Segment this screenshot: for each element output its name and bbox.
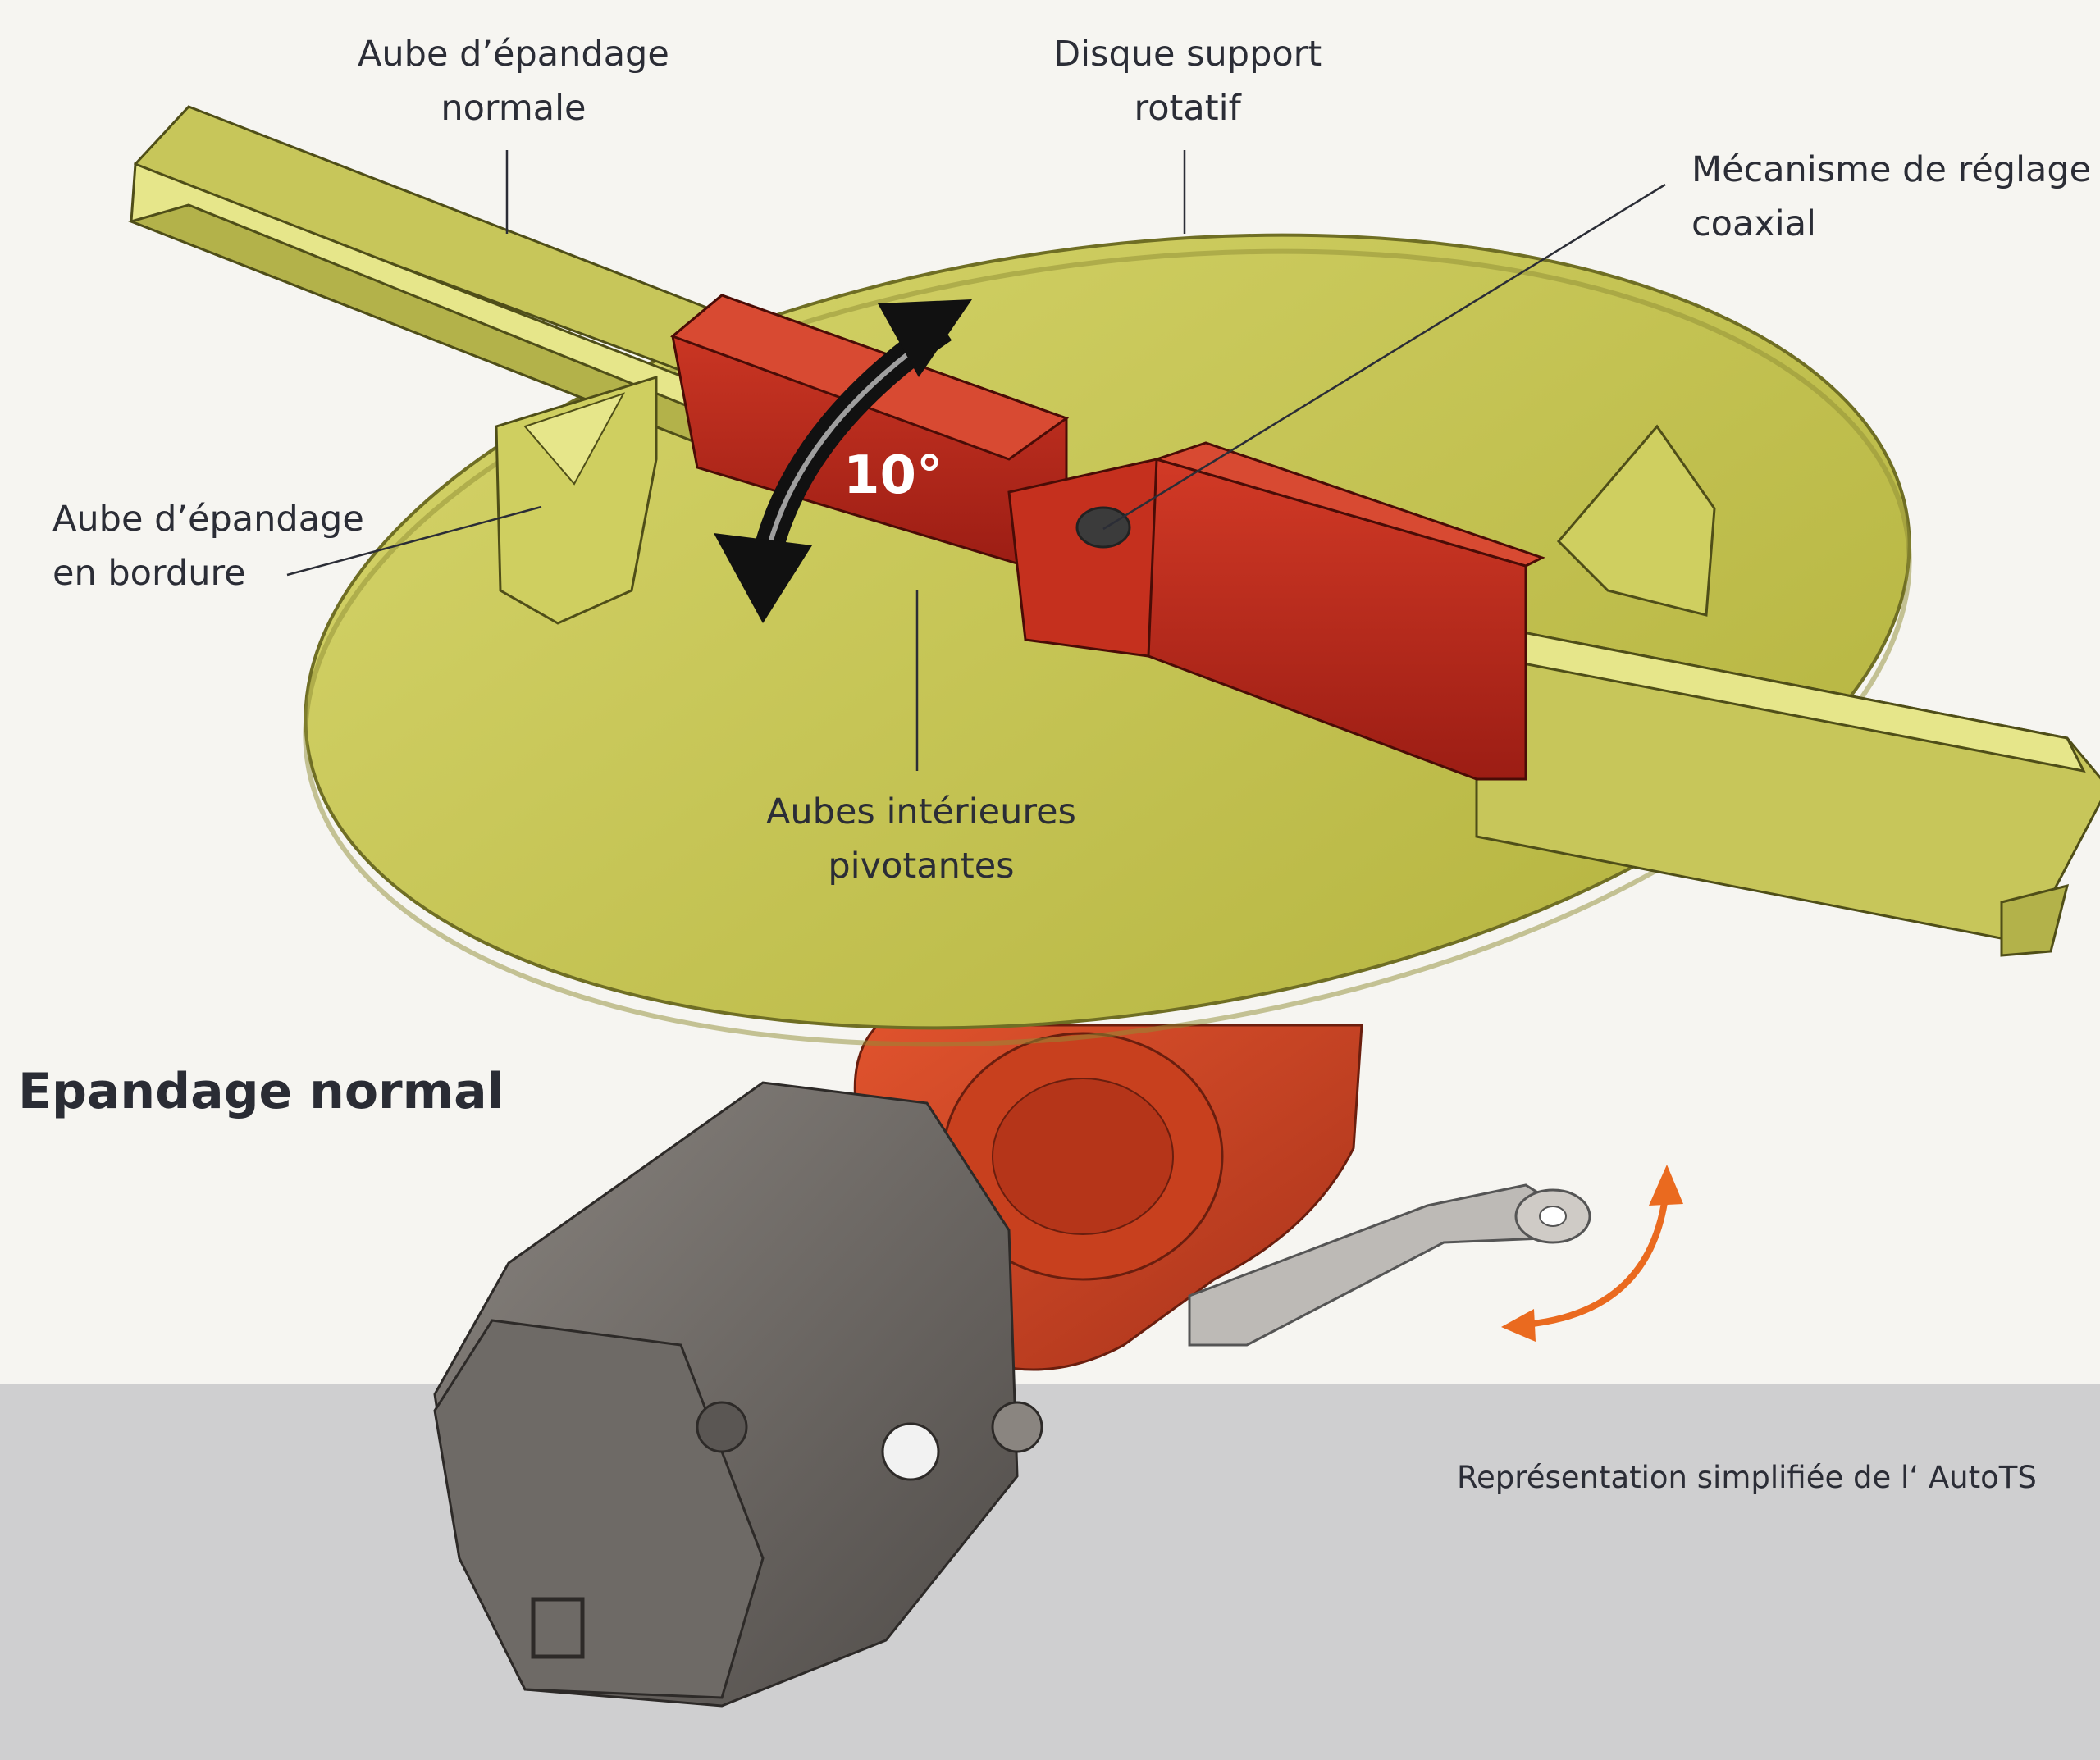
normal-vane — [127, 105, 742, 445]
lever-arm — [1188, 1183, 1591, 1347]
background-bottom — [0, 1384, 2100, 1760]
label-edge-vane-line2: en bordure — [52, 553, 246, 594]
angle-arrow-icon — [714, 299, 972, 623]
hydraulic-motor — [433, 1081, 1043, 1708]
leader-lines — [286, 150, 1666, 771]
label-rotating-disc: Disque support rotatif — [1053, 27, 1322, 135]
edge-vane — [495, 375, 658, 625]
label-normal-vane-line1: Aube d’épandage — [358, 34, 669, 75]
rotating-disc-edge — [303, 248, 1912, 1047]
angle-value: 10° — [843, 445, 943, 506]
coaxial-adjust-hub — [1075, 506, 1131, 549]
label-normal-vane: Aube d’épandage normale — [358, 27, 669, 135]
label-edge-vane-line1: Aube d’épandage — [52, 499, 364, 540]
label-coaxial-mechanism-line2: coaxial — [1691, 203, 1816, 244]
label-normal-vane-line2: normale — [441, 88, 587, 129]
label-inner-vanes-line1: Aubes intérieures — [766, 791, 1076, 832]
caption: Représentation simplifiée de l‘ AutoTS — [1457, 1460, 2037, 1495]
gearbox — [853, 1024, 1363, 1371]
label-rotating-disc-line1: Disque support — [1053, 34, 1322, 75]
right-vane — [1474, 424, 2100, 957]
label-inner-vanes-line2: pivotantes — [828, 846, 1015, 887]
pivot-direction-arrow-icon — [1501, 1165, 1683, 1342]
label-inner-vanes: Aubes intérieures pivotantes — [766, 785, 1076, 893]
label-rotating-disc-line2: rotatif — [1134, 88, 1241, 129]
section-title: Epandage normal — [18, 1063, 504, 1120]
label-coaxial-mechanism-line1: Mécanisme de réglage — [1691, 149, 2092, 190]
label-edge-vane: Aube d’épandage en bordure — [52, 492, 364, 600]
label-coaxial-mechanism: Mécanisme de réglage coaxial — [1691, 143, 2091, 251]
